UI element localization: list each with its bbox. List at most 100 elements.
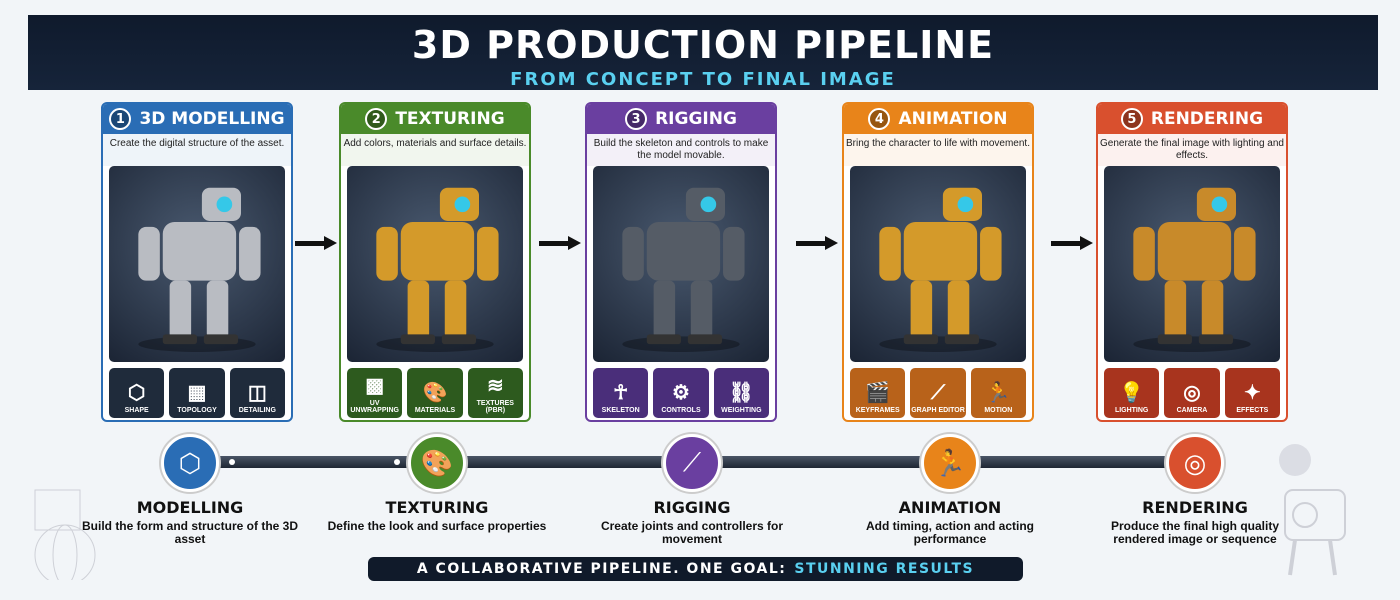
timeline-step-modelling: MODELLING Build the form and structure of… bbox=[80, 498, 300, 546]
step-number: 3 bbox=[625, 108, 648, 130]
tile-graph-editor: ⟋ GRAPH EDITOR bbox=[910, 368, 966, 418]
skeleton-icon: ☥ bbox=[613, 382, 629, 404]
step-title: ANIMATION bbox=[898, 498, 1002, 517]
graph-icon: ⟋ bbox=[930, 382, 945, 404]
robot-illustration bbox=[1104, 166, 1280, 362]
card-description: Generate the final image with lighting a… bbox=[1098, 134, 1286, 166]
palette-icon: 🎨 bbox=[422, 382, 448, 404]
tile-label: CAMERA bbox=[1176, 407, 1208, 414]
page-subtitle: FROM CONCEPT TO FINAL IMAGE bbox=[510, 69, 896, 90]
tile-camera: ◎ CAMERA bbox=[1164, 368, 1220, 418]
step-description: Build the form and structure of the 3D a… bbox=[81, 519, 298, 546]
tile-label: MOTION bbox=[984, 407, 1013, 414]
flow-arrow bbox=[295, 236, 337, 250]
subtask-tiles: ☥ SKELETON ⚙ CONTROLS ⛓ WEIGHTING bbox=[593, 368, 769, 418]
banner-text: A COLLABORATIVE PIPELINE. ONE GOAL: bbox=[416, 561, 787, 577]
tile-label: CONTROLS bbox=[661, 407, 701, 414]
chain-icon: ⛓ bbox=[728, 382, 755, 404]
step-number: 1 bbox=[109, 108, 132, 130]
aperture-icon: ◎ bbox=[1183, 382, 1201, 404]
card-title: ANIMATION bbox=[898, 109, 1008, 129]
stage-card-5: 5 RENDERING Generate the final image wit… bbox=[1096, 102, 1288, 422]
tile-label: TOPOLOGY bbox=[177, 407, 217, 414]
step-title: TEXTURING bbox=[385, 498, 489, 517]
tile-label: KEYFRAMES bbox=[855, 407, 900, 414]
cube-icon: ⬡ bbox=[161, 434, 219, 492]
card-description: Bring the character to life with movemen… bbox=[844, 134, 1032, 166]
stage-card-1: 1 3D MODELLING Create the digital struct… bbox=[101, 102, 293, 422]
bone-icon: ⟋ bbox=[663, 434, 721, 492]
tile-effects: ✦ EFFECTS bbox=[1224, 368, 1280, 418]
palette-icon: 🎨 bbox=[408, 434, 466, 492]
robot-illustration bbox=[850, 166, 1026, 362]
running-icon: 🏃 bbox=[921, 434, 979, 492]
tile-materials: 🎨 MATERIALS bbox=[407, 368, 463, 418]
card-header: 2 TEXTURING bbox=[341, 104, 529, 134]
tile-label: MATERIALS bbox=[414, 407, 456, 414]
tile-controls: ⚙ CONTROLS bbox=[653, 368, 709, 418]
step-description: Produce the final high quality rendered … bbox=[1110, 519, 1279, 546]
tile-textures-pbr-: ≋ TEXTURES (PBR) bbox=[467, 368, 523, 418]
banner-highlight: STUNNING RESULTS bbox=[794, 561, 975, 577]
stage-card-2: 2 TEXTURING Add colors, materials and su… bbox=[339, 102, 531, 422]
card-title: 3D MODELLING bbox=[139, 109, 285, 129]
tile-motion: 🏃 MOTION bbox=[970, 368, 1026, 418]
stack-icon: ≋ bbox=[486, 375, 504, 397]
robot-illustration bbox=[593, 166, 769, 362]
tile-shape: ⬡ SHAPE bbox=[109, 368, 165, 418]
wireframe-decoration-left bbox=[34, 489, 96, 580]
card-title: RENDERING bbox=[1150, 109, 1264, 129]
step-number: 5 bbox=[1120, 108, 1143, 130]
tile-label: WEIGHTING bbox=[721, 407, 762, 414]
tile-lighting: 💡 LIGHTING bbox=[1104, 368, 1160, 418]
subtask-tiles: 💡 LIGHTING ◎ CAMERA ✦ EFFECTS bbox=[1104, 368, 1280, 418]
timeline-step-rendering: RENDERING Produce the final high quality … bbox=[1085, 498, 1305, 546]
robot-sketch-decoration-right bbox=[1279, 444, 1346, 576]
tile-weighting: ⛓ WEIGHTING bbox=[713, 368, 769, 418]
card-header: 5 RENDERING bbox=[1098, 104, 1286, 134]
card-header: 4 ANIMATION bbox=[844, 104, 1032, 134]
flow-arrow bbox=[539, 236, 581, 250]
tile-label: SKELETON bbox=[601, 407, 640, 414]
step-title: MODELLING bbox=[136, 498, 244, 517]
checker-icon: ▩ bbox=[365, 375, 385, 397]
tile-label: GRAPH EDITOR bbox=[911, 407, 965, 414]
clapperboard-icon: 🎬 bbox=[865, 382, 891, 404]
card-header: 1 3D MODELLING bbox=[103, 104, 291, 134]
tile-topology: ▦ TOPOLOGY bbox=[169, 368, 225, 418]
robot-illustration bbox=[347, 166, 523, 362]
running-icon: 🏃 bbox=[985, 382, 1011, 404]
card-header: 3 RIGGING bbox=[587, 104, 775, 134]
tile-label: TEXTURES (PBR) bbox=[476, 400, 514, 414]
timeline-dot bbox=[394, 459, 400, 465]
flow-arrow bbox=[796, 236, 838, 250]
tile-label: UV UNWRAPPING bbox=[350, 400, 399, 414]
lightbulb-icon: 💡 bbox=[1119, 382, 1145, 404]
subtask-tiles: 🎬 KEYFRAMES ⟋ GRAPH EDITOR 🏃 MOTION bbox=[850, 368, 1026, 418]
tile-label: DETAILING bbox=[238, 407, 276, 414]
aperture-icon: ◎ bbox=[1166, 434, 1224, 492]
card-description: Add colors, materials and surface detail… bbox=[341, 134, 529, 166]
layers-icon: ◫ bbox=[247, 382, 267, 404]
tile-uv-unwrapping: ▩ UV UNWRAPPING bbox=[347, 368, 403, 418]
tile-detailing: ◫ DETAILING bbox=[229, 368, 285, 418]
tile-label: LIGHTING bbox=[1114, 407, 1149, 414]
subtask-tiles: ▩ UV UNWRAPPING 🎨 MATERIALS ≋ TEXTURES (… bbox=[347, 368, 523, 418]
tile-keyframes: 🎬 KEYFRAMES bbox=[850, 368, 906, 418]
step-title: RIGGING bbox=[653, 498, 731, 517]
step-description: Add timing, action and acting performanc… bbox=[866, 519, 1034, 546]
flow-arrow bbox=[1051, 236, 1093, 250]
stage-card-3: 3 RIGGING Build the skeleton and control… bbox=[585, 102, 777, 422]
step-title: RENDERING bbox=[1142, 498, 1248, 517]
cube-icon: ⬡ bbox=[127, 382, 146, 404]
mesh-icon: ▦ bbox=[187, 382, 207, 404]
tile-skeleton: ☥ SKELETON bbox=[593, 368, 649, 418]
robot-illustration bbox=[109, 166, 285, 362]
subtask-tiles: ⬡ SHAPE ▦ TOPOLOGY ◫ DETAILING bbox=[109, 368, 285, 418]
step-number: 2 bbox=[365, 108, 388, 130]
card-title: TEXTURING bbox=[395, 109, 505, 129]
tile-label: SHAPE bbox=[124, 407, 149, 414]
bottom-banner: A COLLABORATIVE PIPELINE. ONE GOAL: STUNN… bbox=[368, 557, 1023, 581]
